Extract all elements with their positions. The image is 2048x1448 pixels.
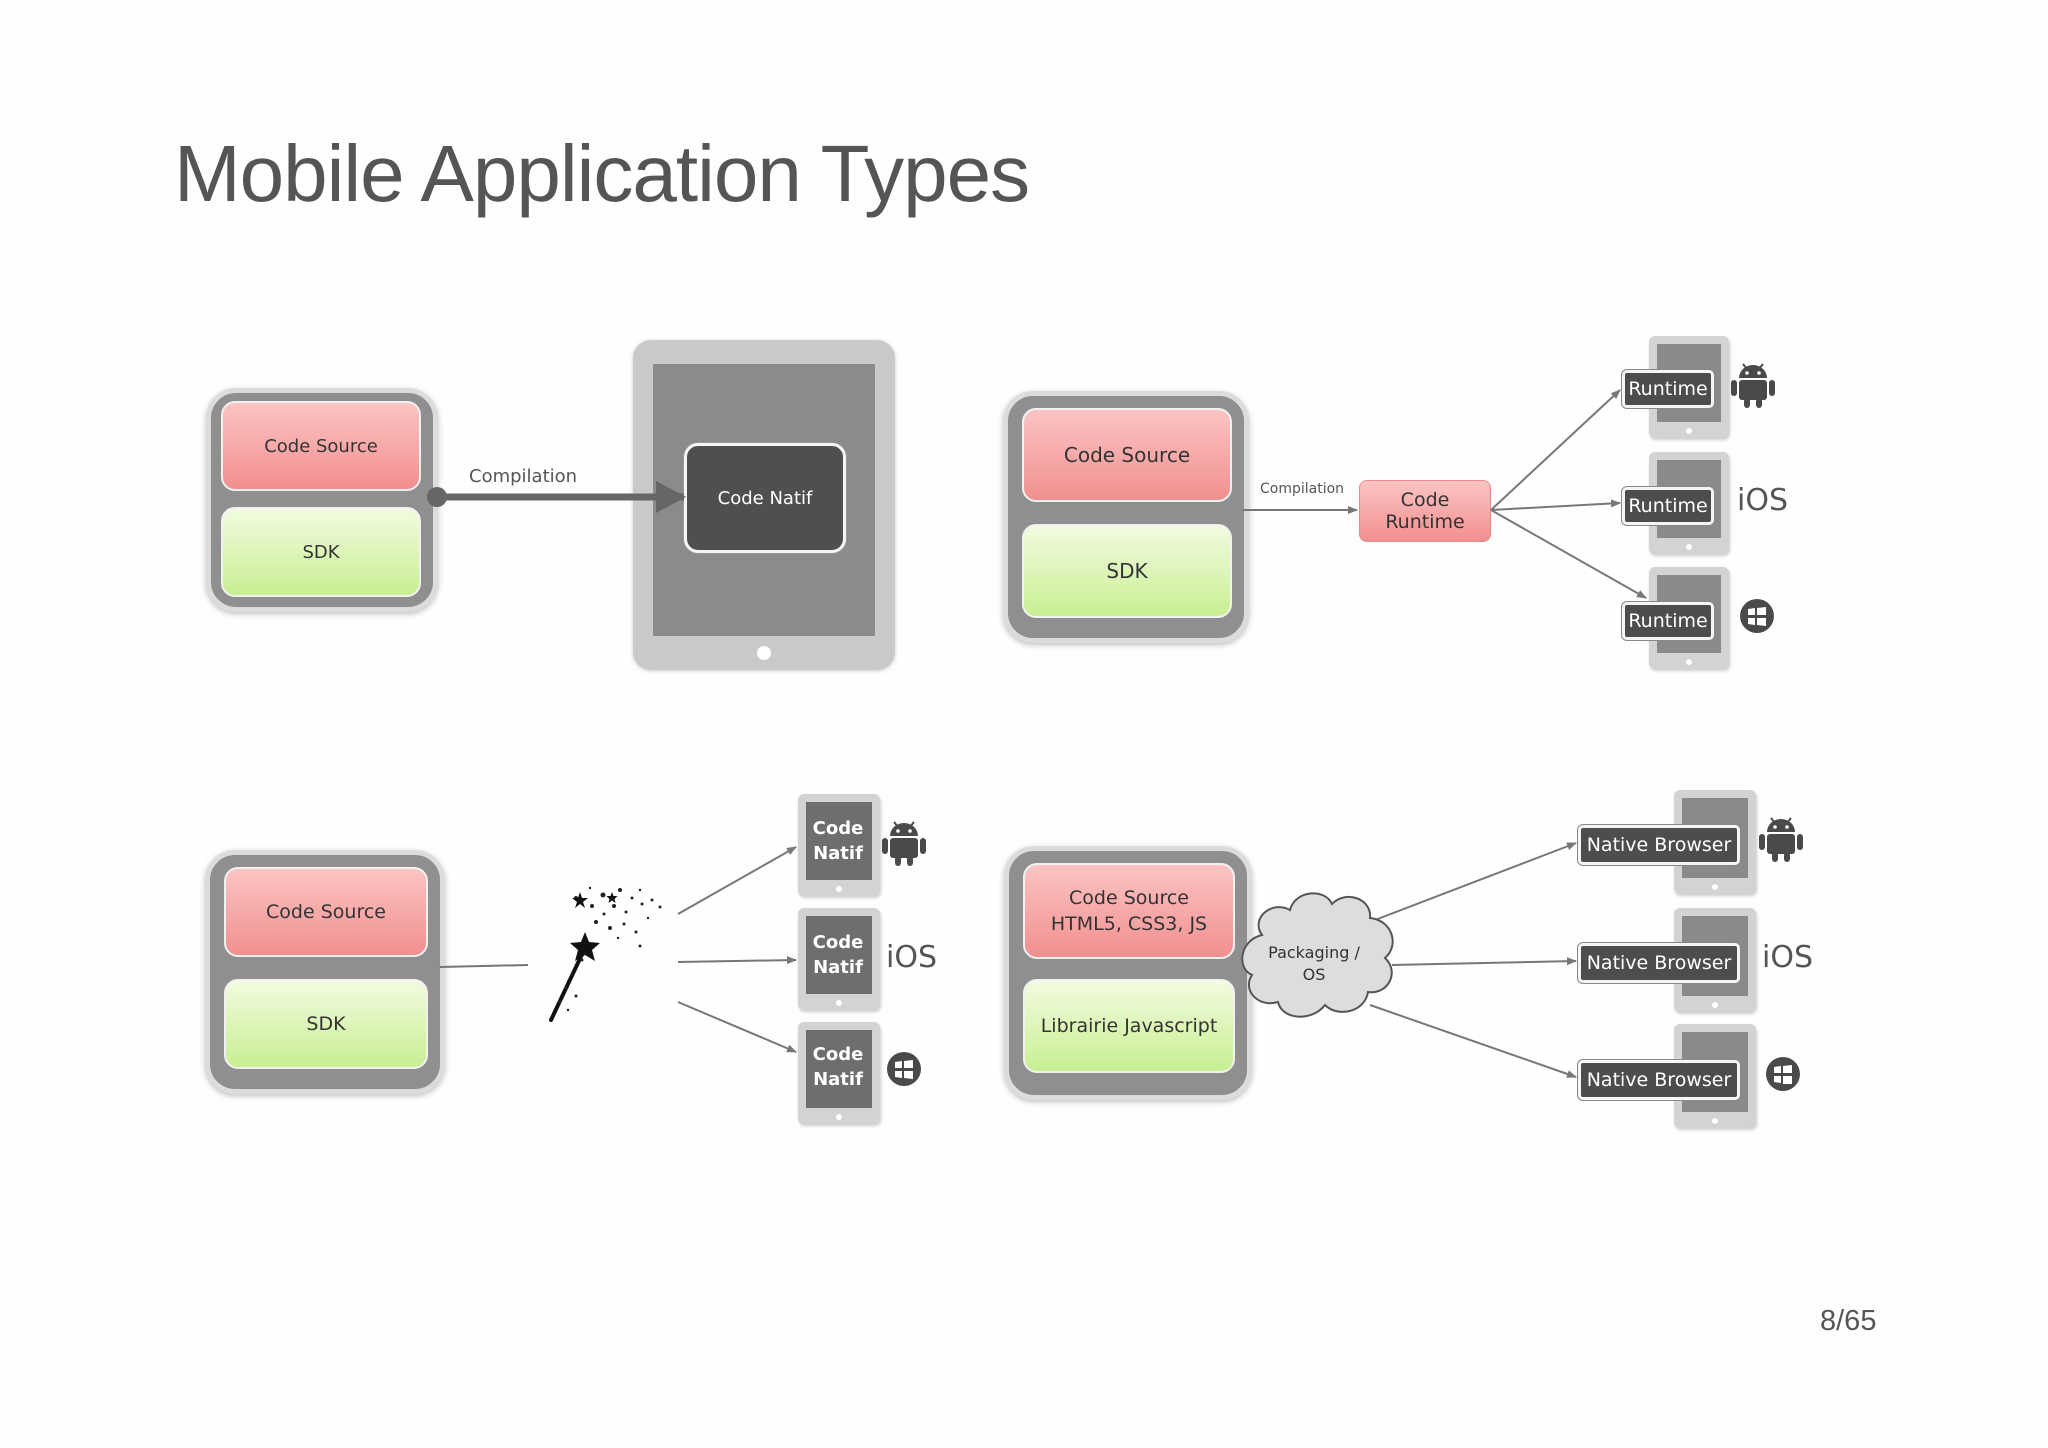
runtime-tag-android: Runtime xyxy=(1622,370,1714,408)
hybrid-tag-ios: Native Browser xyxy=(1578,943,1740,983)
runtime-arrow-ios xyxy=(1490,499,1621,511)
runtime-tag-windows: Runtime xyxy=(1622,602,1714,640)
cross-phone-ios xyxy=(798,908,880,1010)
native-code-natif-label: Code Natif xyxy=(717,487,813,509)
windows-icon xyxy=(1740,599,1774,633)
packaging-cloud-icon xyxy=(1241,892,1394,1018)
cross-arrow-windows xyxy=(677,1001,797,1053)
runtime-code-runtime: Code Runtime xyxy=(1359,480,1491,542)
cross-code-natif-windows: Code Natif xyxy=(812,1044,864,1090)
packaging-label: Packaging / OS xyxy=(1268,943,1360,984)
runtime-compilation-label: Compilation xyxy=(1260,481,1345,497)
windows-icon xyxy=(887,1052,921,1086)
cross-sdk: SDK xyxy=(224,979,428,1069)
hybrid-tag-android: Native Browser xyxy=(1578,825,1740,865)
cross-ios-label: iOS xyxy=(886,940,937,975)
cross-phone-windows xyxy=(798,1022,880,1124)
native-compilation-label: Compilation xyxy=(469,466,578,487)
runtime-arrow-windows xyxy=(1490,509,1647,599)
cross-phone-android xyxy=(798,794,880,896)
runtime-code-source: Code Source xyxy=(1022,408,1232,502)
native-code-source: Code Source xyxy=(221,401,421,491)
cross-code-source-label: Code Source xyxy=(266,901,386,923)
hybrid-library: Librairie Javascript xyxy=(1023,979,1235,1073)
hybrid-arrow-ios xyxy=(1391,957,1577,966)
runtime-code-source-label: Code Source xyxy=(1063,443,1191,467)
cross-arrow-ios xyxy=(677,956,797,965)
runtime-sdk: SDK xyxy=(1022,524,1232,618)
native-code-source-label: Code Source xyxy=(264,435,378,457)
runtime-arrow-android xyxy=(1490,389,1621,511)
android-icon xyxy=(1759,817,1803,862)
hybrid-arrow-android xyxy=(1374,842,1577,921)
hybrid-code-source-label: Code Source HTML5, CSS3, JS xyxy=(1050,887,1208,935)
page-number: 8/65 xyxy=(1820,1305,1877,1337)
hybrid-library-label: Librairie Javascript xyxy=(1040,1015,1218,1037)
native-source-container: Code Source SDK xyxy=(206,388,438,612)
runtime-sdk-label: SDK xyxy=(1106,559,1148,583)
magic-wand-icon xyxy=(549,886,662,1022)
cross-source-line xyxy=(439,964,529,968)
android-icon xyxy=(1731,363,1775,408)
hybrid-code-source: Code Source HTML5, CSS3, JS xyxy=(1023,863,1235,959)
hybrid-arrow-windows xyxy=(1369,1004,1577,1078)
cross-code-natif-android: Code Natif xyxy=(812,818,864,864)
page-title: Mobile Application Types xyxy=(174,129,1030,218)
windows-icon xyxy=(1766,1057,1800,1091)
cross-code-natif-ios: Code Natif xyxy=(812,932,864,978)
hybrid-source-container: Code Source HTML5, CSS3, JS Librairie Ja… xyxy=(1004,846,1252,1100)
native-compilation-arrow xyxy=(427,481,686,513)
runtime-code-runtime-label: Code Runtime xyxy=(1385,489,1465,533)
android-icon xyxy=(882,821,926,866)
native-code-natif: Code Natif xyxy=(684,443,846,553)
native-sdk-label: SDK xyxy=(302,541,340,563)
native-sdk: SDK xyxy=(221,507,421,597)
runtime-ios-label: iOS xyxy=(1737,483,1788,518)
cross-arrow-android xyxy=(677,846,797,915)
cross-sdk-label: SDK xyxy=(306,1013,346,1035)
hybrid-ios-label: iOS xyxy=(1762,940,1813,975)
runtime-tag-ios: Runtime xyxy=(1622,487,1714,525)
hybrid-tag-windows: Native Browser xyxy=(1578,1060,1740,1100)
cross-code-source: Code Source xyxy=(224,867,428,957)
cross-source-container: Code Source SDK xyxy=(205,850,445,1094)
runtime-source-container: Code Source SDK xyxy=(1003,391,1249,643)
tablet-home-button xyxy=(757,646,771,660)
